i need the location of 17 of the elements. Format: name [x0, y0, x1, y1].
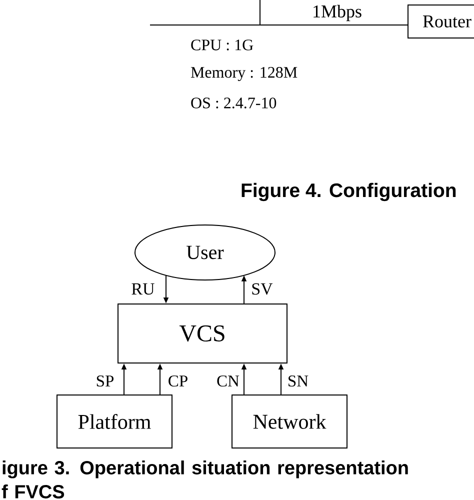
figure-caption: igure 3. Operational situation representation f FVCS	[2, 460, 408, 498]
edge-label: SV	[250, 282, 274, 296]
spec-text: CPU : 1G	[191, 40, 254, 50]
box: Router	[408, 4, 474, 38]
box: Platform	[56, 394, 172, 448]
spec-text: Memory : 128M	[190, 66, 298, 82]
spec-text: OS : 2.4.7-10	[191, 98, 276, 108]
edge-label: CP	[166, 374, 190, 388]
box: Network	[232, 394, 348, 448]
edge-label: CN	[216, 374, 240, 388]
connector-line	[150, 24, 408, 26]
edge-label: SP	[94, 374, 116, 388]
edge-label: 1Mbps	[311, 4, 363, 22]
figure-caption: Figure 4. Configuration	[242, 182, 456, 202]
box: VCS	[118, 304, 288, 364]
edge-label: SN	[286, 374, 310, 388]
edge-label: RU	[130, 282, 156, 296]
